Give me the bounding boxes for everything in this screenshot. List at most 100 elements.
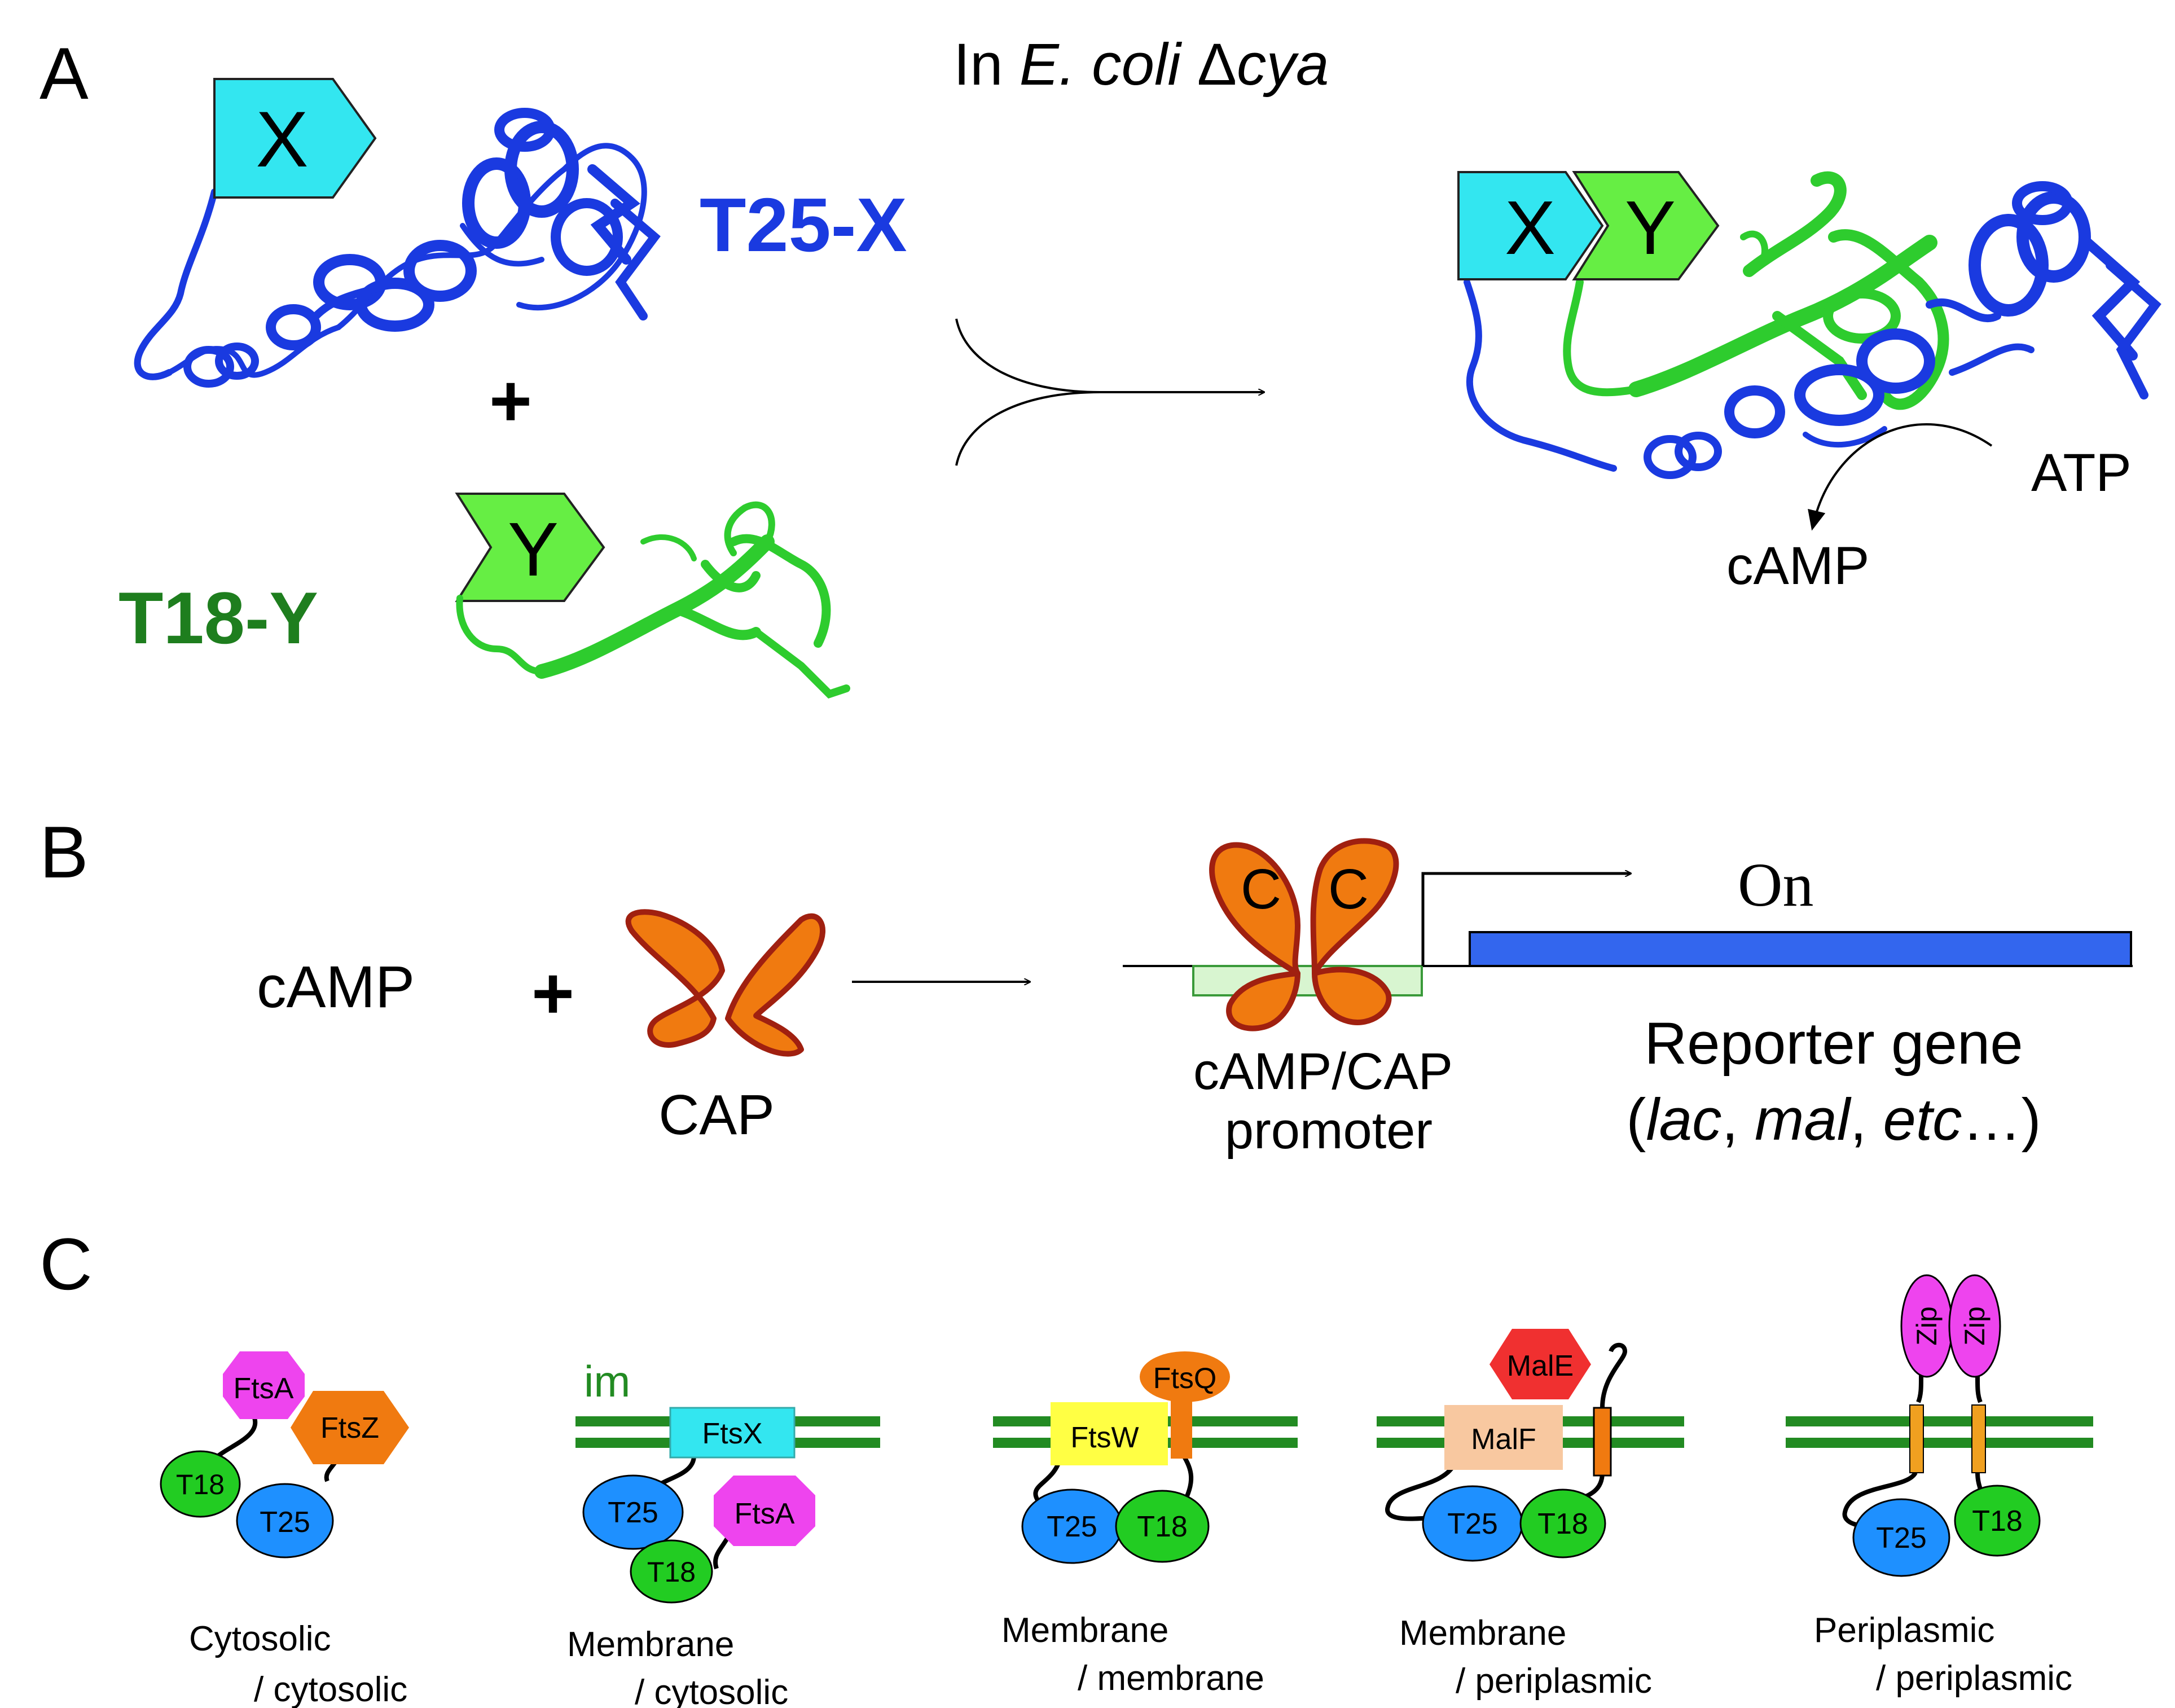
diagram-cytosolic-cytosolic: FtsA FtsZ T18 T25 Cytosolic / cytosolic: [160, 1351, 409, 1708]
t18-label-3: T18: [1137, 1511, 1188, 1543]
zip-label-left: Zip: [1911, 1306, 1943, 1345]
membrane-5-top: [1786, 1416, 2093, 1426]
atp-label: ATP: [2031, 443, 2132, 503]
complex-tag-x-label: X: [1505, 185, 1556, 270]
ftsz-label: FtsZ: [320, 1412, 379, 1444]
tm-helix-5b: [1971, 1404, 1986, 1473]
panel-a-plus: +: [489, 359, 532, 442]
cap-label: CAP: [658, 1083, 775, 1147]
t25-ellipse-5: [1852, 1498, 1950, 1577]
cap-c-right: C: [1328, 858, 1369, 921]
converge-arrow-bottom: [955, 391, 1101, 466]
ftsq-label: FtsQ: [1153, 1362, 1217, 1395]
atp-to-camp-arrow: [1808, 423, 1993, 531]
male-hexagon: [1489, 1329, 1591, 1399]
cap-c-left: C: [1241, 858, 1281, 921]
camp-label: cAMP: [257, 954, 415, 1020]
transcription-arrow: [1421, 873, 1631, 966]
linker-4c: [1600, 1342, 1628, 1408]
malf-label: MalF: [1471, 1423, 1536, 1456]
ftsq-ellipse: [1140, 1351, 1230, 1402]
t18-label-1: T18: [176, 1469, 225, 1500]
caption-1-line2: / cytosolic: [254, 1670, 407, 1708]
caption-2-line1: Membrane: [567, 1625, 734, 1664]
diagram-membrane-periplasmic: MalF MalE T25 T18 Membrane / periplasmic: [1377, 1329, 1684, 1701]
t25-label-3: T25: [1047, 1511, 1097, 1543]
caption-4-line1: Membrane: [1399, 1614, 1566, 1653]
converge-arrow-top: [955, 318, 1101, 393]
camp-product-label: cAMP: [1726, 536, 1869, 596]
t18-ellipse-3: [1115, 1490, 1210, 1563]
caption-5-line1: Periplasmic: [1814, 1611, 1994, 1650]
ftsa-label-1: FtsA: [234, 1372, 294, 1405]
cap-dimer-shape: [625, 909, 826, 1057]
membrane-5-bottom: [1786, 1438, 2093, 1448]
ftsx-rect: [669, 1407, 796, 1459]
ftsz-hexagon: [291, 1391, 409, 1464]
complex-tag-x-shape: [1457, 171, 1604, 280]
male-label: MalE: [1507, 1350, 1574, 1382]
zip-ellipse-right: [1948, 1274, 2001, 1378]
inner-membrane-label: im: [584, 1356, 630, 1406]
t18-label-4: T18: [1537, 1508, 1588, 1540]
t25-protein-structure: [134, 108, 661, 388]
promoter-label-line2: promoter: [1225, 1102, 1433, 1160]
on-label: On: [1738, 850, 1813, 919]
t18-label-2: T18: [647, 1556, 696, 1588]
t25-label-1: T25: [260, 1506, 310, 1539]
t25-ellipse-1: [236, 1483, 334, 1558]
cap-bound-shape: [1209, 838, 1399, 1031]
diagram-membrane-cytosolic: im FtsX T25 FtsA T18 Membrane / cytosoli…: [567, 1356, 880, 1708]
tm-helix-5a: [1909, 1404, 1924, 1473]
t25-ellipse-2: [582, 1474, 684, 1550]
complex-t18-structure: [1563, 171, 1949, 410]
caption-3-line2: / membrane: [1078, 1659, 1264, 1698]
ftsx-label: FtsX: [702, 1417, 763, 1450]
caption-1-line1: Cytosolic: [189, 1619, 331, 1658]
t18-ellipse-4: [1519, 1489, 1606, 1558]
ftsq-stalk: [1171, 1397, 1192, 1459]
reporter-gene-label: Reporter gene: [1644, 1011, 2023, 1077]
complex-tag-y-shape: [1572, 171, 1720, 280]
panel-a: A In E. coli Δcya X T25-X +: [39, 32, 2161, 699]
panel-b-letter: B: [39, 811, 89, 893]
panel-a-context-title: In E. coli Δcya: [954, 32, 1329, 98]
reporter-examples-label: (lac, mal, etc…): [1626, 1087, 2041, 1153]
tag-x-shape: [213, 78, 377, 199]
tag-y-label: Y: [508, 507, 559, 592]
tm-helix-4: [1593, 1407, 1612, 1477]
tag-y-shape: [455, 493, 605, 602]
zip-label-right: Zip: [1959, 1306, 1991, 1345]
t18-ellipse-5: [1954, 1485, 2041, 1557]
t25-label-4: T25: [1447, 1508, 1498, 1540]
caption-3-line1: Membrane: [1001, 1611, 1168, 1650]
t25-label-5: T25: [1876, 1522, 1927, 1555]
t25-x-label: T25-X: [700, 182, 907, 267]
t25-label-2: T25: [608, 1496, 658, 1529]
ftsa-octagon-2: [714, 1476, 815, 1546]
caption-2-line2: / cytosolic: [635, 1673, 788, 1708]
promoter-label-line1: cAMP/CAP: [1193, 1043, 1453, 1100]
t18-ellipse-1: [160, 1450, 241, 1518]
malf-rect: [1444, 1405, 1563, 1470]
t18-ellipse-2: [630, 1539, 713, 1604]
caption-4-line2: / periplasmic: [1456, 1662, 1652, 1701]
tag-x-label: X: [256, 95, 308, 183]
complex-tag-y-label: Y: [1625, 185, 1676, 270]
ftsa-label-2: FtsA: [735, 1498, 795, 1530]
diagram-periplasmic-periplasmic: Zip Zip T25 T18 Periplasmic / periplasmi…: [1786, 1274, 2093, 1698]
diagram-membrane-membrane: FtsW FtsQ T25 T18 Membrane / membrane: [993, 1351, 1298, 1698]
t18-protein-structure: [456, 501, 850, 699]
complex-t25-structure: [1464, 181, 2161, 479]
panel-b: B cAMP + CAP C C On cAMP/CAP promoter Re…: [39, 811, 2133, 1160]
panel-b-plus: +: [531, 952, 574, 1034]
panel-c: C FtsA FtsZ T18 T25 Cytosolic / cytosoli…: [39, 1223, 2093, 1708]
t18-label-5: T18: [1972, 1505, 2023, 1538]
reporter-gene-bar: [1469, 931, 2132, 967]
linker-4a: [1385, 1460, 1458, 1521]
ftsa-octagon-1: [223, 1351, 305, 1419]
t18-y-label: T18-Y: [118, 577, 318, 659]
caption-5-line2: / periplasmic: [1876, 1659, 2072, 1698]
ftsw-rect: [1051, 1402, 1168, 1465]
